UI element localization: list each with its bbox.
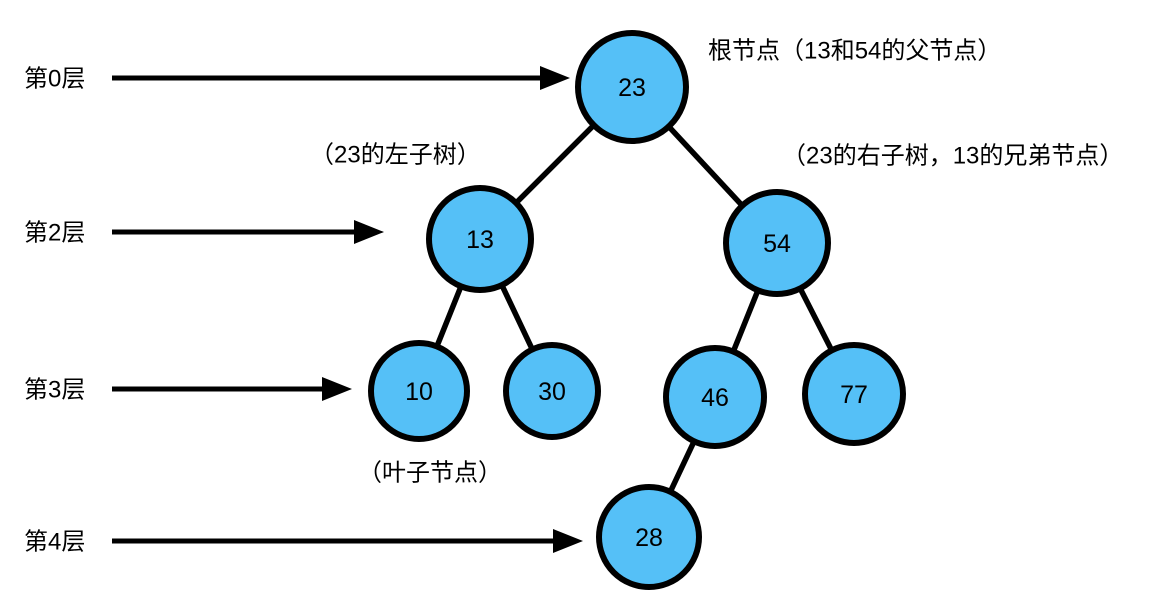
tree-node-30: 30 [503, 342, 601, 440]
tree-node-value: 54 [763, 230, 791, 258]
tree-node-10: 10 [368, 340, 470, 442]
level-label: 第4层 [24, 529, 85, 556]
tree-node-circle [368, 340, 470, 442]
tree-node-value: 46 [701, 384, 729, 412]
tree-node-circle [723, 189, 831, 297]
tree-node-circle [596, 484, 702, 590]
tree-node-circle [503, 342, 601, 440]
level-arrow-head [322, 377, 352, 401]
annotations: 根节点（13和54的父节点） （23的左子树） （23的右子树，13的兄弟节点） （叶… [310, 38, 1123, 487]
tree-node-circle [426, 185, 534, 293]
annotation-root-note: 根节点（13和54的父节点） [708, 38, 1001, 65]
tree-node-value: 28 [635, 524, 663, 552]
level-row-level-3: 第3层 [24, 377, 352, 404]
level-arrow-head [553, 529, 583, 553]
tree-node-circle [575, 30, 689, 144]
level-label: 第0层 [24, 66, 85, 93]
tree-node-circle [802, 342, 906, 446]
tree-node-23: 23 [575, 30, 689, 144]
level-row-level-2: 第2层 [24, 220, 384, 247]
annotation-right-subtree-note: （23的右子树，13的兄弟节点） [782, 143, 1123, 170]
tree-node-46: 46 [663, 345, 767, 449]
tree-nodes: 23 13 54 10 30 46 77 28 [368, 30, 906, 590]
tree-node-13: 13 [426, 185, 534, 293]
tree-node-value: 13 [466, 226, 494, 254]
level-label: 第3层 [24, 377, 85, 404]
tree-node-value: 77 [840, 381, 868, 409]
level-row-level-4: 第4层 [24, 529, 583, 556]
tree-node-28: 28 [596, 484, 702, 590]
annotation-leaf-note: （叶子节点） [358, 460, 502, 487]
level-row-level-0: 第0层 [24, 66, 570, 93]
tree-node-54: 54 [723, 189, 831, 297]
level-arrow-head [540, 66, 570, 90]
level-label: 第2层 [24, 220, 85, 247]
tree-node-circle [663, 345, 767, 449]
annotation-left-subtree-note: （23的左子树） [310, 142, 481, 169]
tree-node-value: 30 [538, 378, 566, 406]
tree-node-value: 23 [618, 74, 646, 102]
tree-node-value: 10 [405, 378, 433, 406]
level-arrow-head [354, 220, 384, 244]
tree-node-77: 77 [802, 342, 906, 446]
